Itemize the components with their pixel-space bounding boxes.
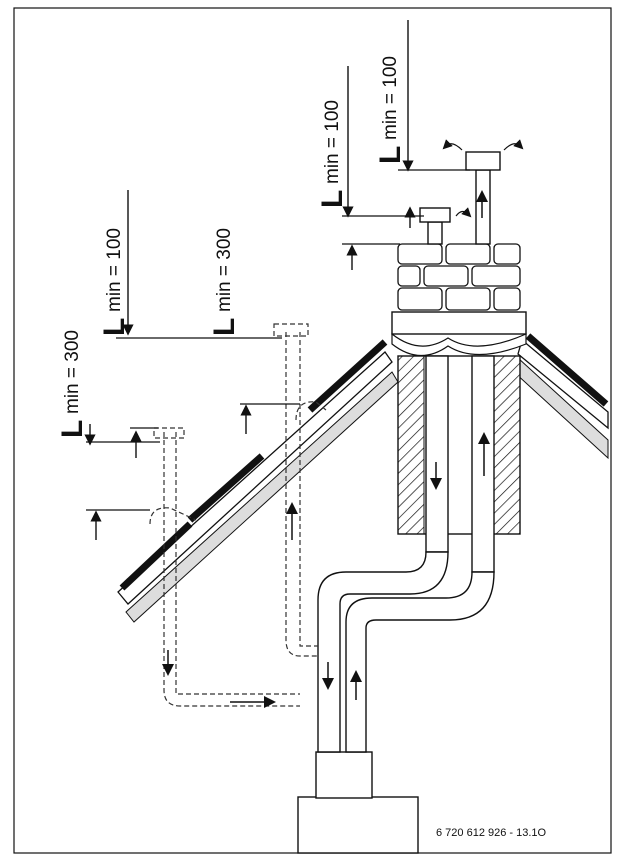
roof-right (513, 333, 609, 460)
svg-text:L: L (98, 318, 131, 336)
chimney (391, 243, 527, 535)
label-lmin-5: L min = 100 (374, 56, 407, 164)
svg-text:min = 100: min = 100 (104, 228, 125, 312)
chimney-terminals (419, 139, 524, 245)
label-lmin-1: L min = 300 (56, 330, 89, 438)
boiler-connector (315, 751, 373, 799)
label-lmin-4: L min = 100 (316, 100, 349, 208)
svg-text:min = 100: min = 100 (380, 56, 401, 140)
svg-text:L: L (374, 146, 407, 164)
svg-text:L: L (316, 190, 349, 208)
svg-text:L: L (208, 318, 241, 336)
svg-text:L: L (56, 420, 89, 438)
boiler-base (297, 796, 419, 854)
dashed-flue-routes (149, 323, 327, 708)
label-lmin-3: L min = 300 (208, 228, 241, 336)
svg-text:min = 300: min = 300 (62, 330, 83, 414)
chimney-flue-pipes (317, 355, 495, 753)
svg-text:min = 100: min = 100 (322, 100, 343, 184)
figure-reference: 6 720 612 926 - 13.1O (436, 827, 547, 839)
roof-left (117, 339, 399, 623)
label-lmin-2: L min = 100 (98, 228, 131, 336)
dimension-lines (84, 20, 470, 540)
svg-text:min = 300: min = 300 (214, 228, 235, 312)
